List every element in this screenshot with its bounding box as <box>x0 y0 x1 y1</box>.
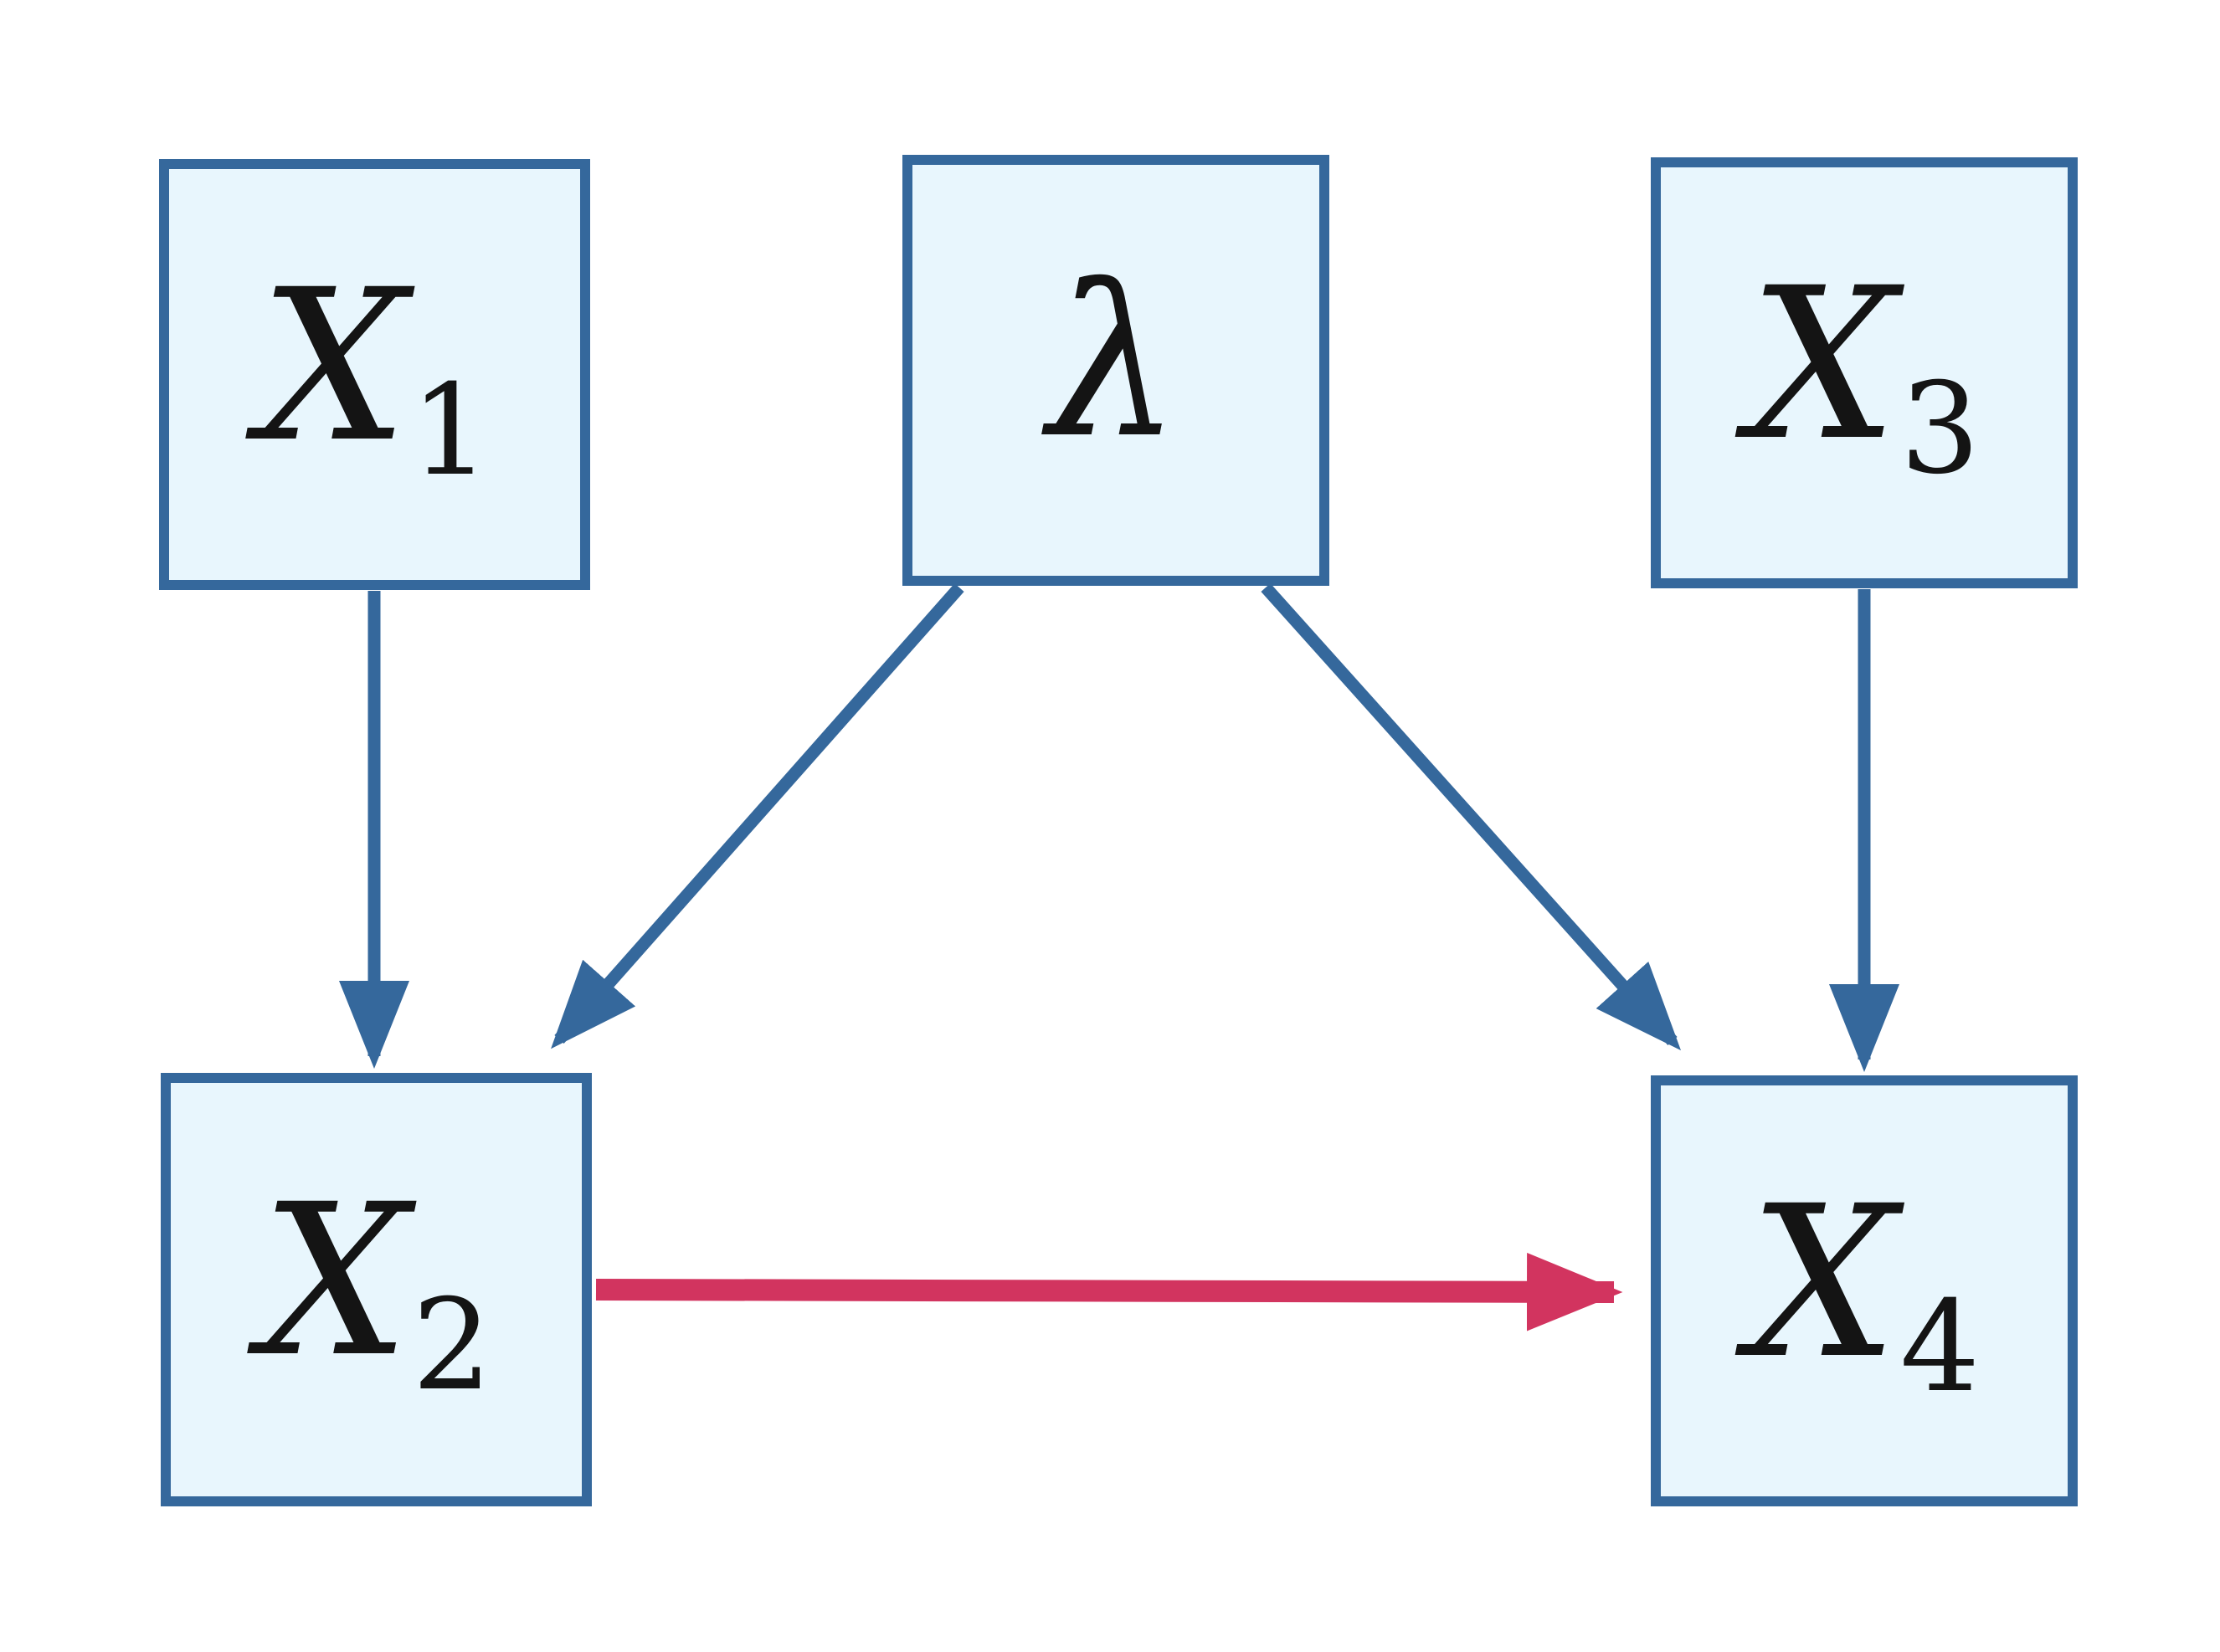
node-x2-label: X2 <box>260 1159 492 1419</box>
node-x1-label: X1 <box>259 244 491 504</box>
node-x4: X4 <box>1651 1075 2078 1506</box>
node-x3-label: X3 <box>1748 242 1981 502</box>
edge-x2-to-x4-highlighted <box>595 1252 1623 1331</box>
node-x1: X1 <box>159 159 590 590</box>
node-x4-label: X4 <box>1748 1160 1981 1420</box>
edge-lambda-to-x4 <box>1261 582 1682 1051</box>
node-lambda-label: λ <box>1048 239 1181 484</box>
edge-lambda-to-x2 <box>551 583 964 1049</box>
node-x2: X2 <box>161 1073 592 1506</box>
node-x3: X3 <box>1651 157 2078 588</box>
node-lambda: λ <box>902 155 1329 586</box>
